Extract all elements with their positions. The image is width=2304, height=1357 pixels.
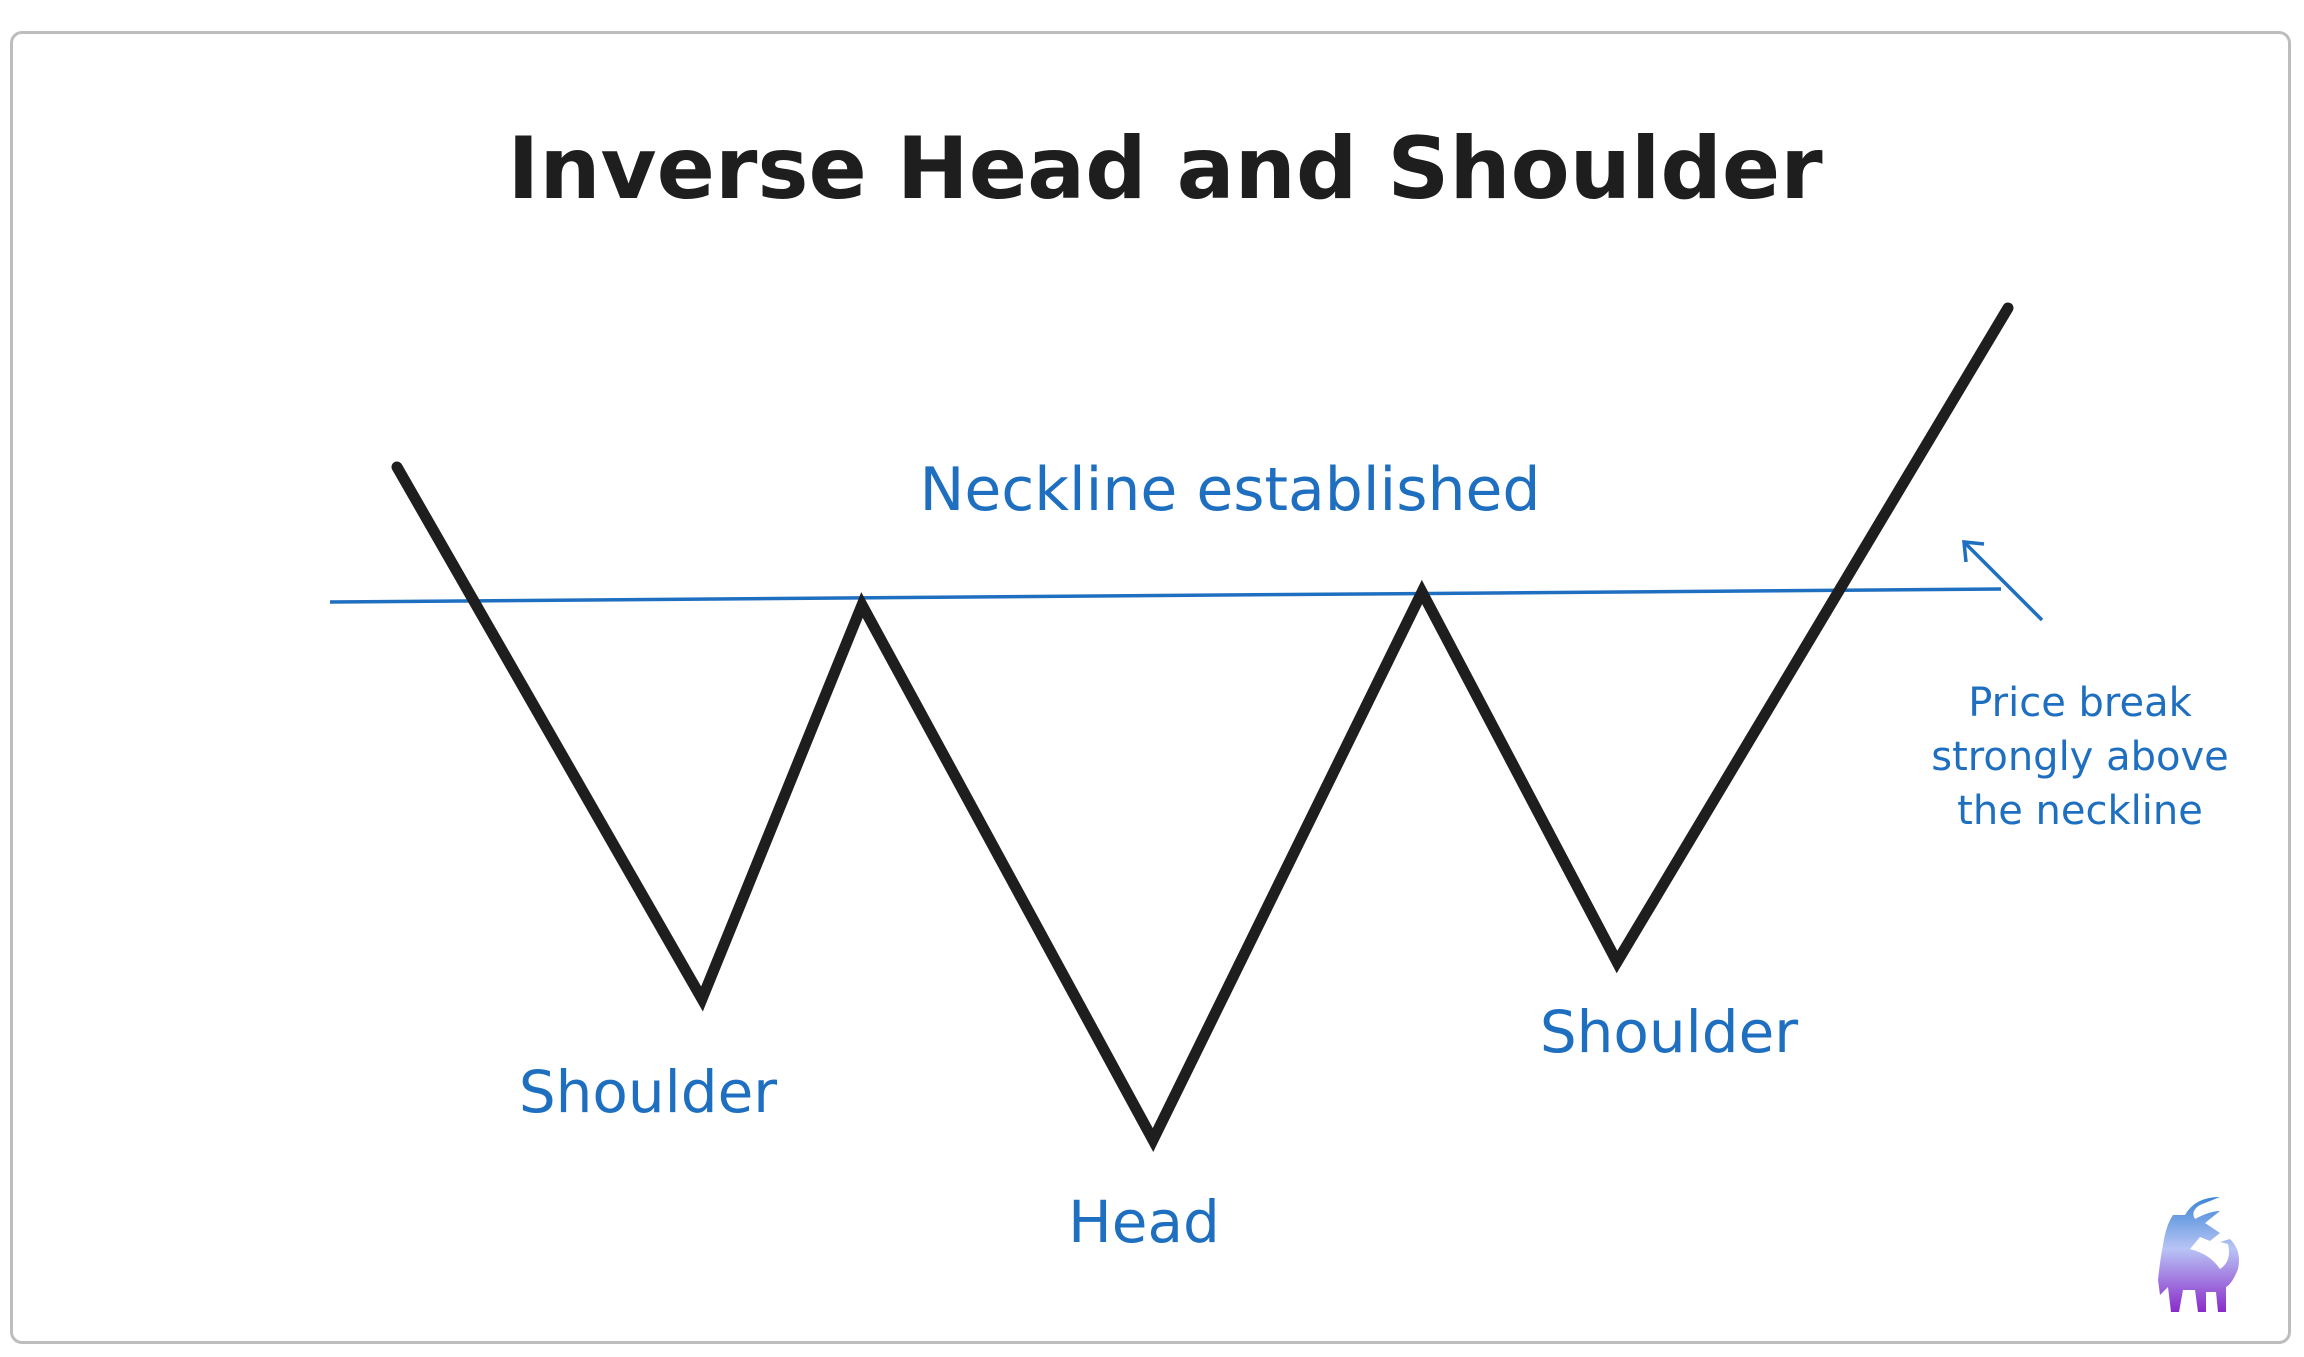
neckline xyxy=(329,587,2002,604)
diagram-title: Inverse Head and Shoulder xyxy=(507,119,1823,219)
breakout-label-line-1: Price break xyxy=(1968,680,2192,726)
left-shoulder-label: Shoulder xyxy=(519,1058,777,1126)
price-line xyxy=(391,302,2014,1152)
arrow-icon xyxy=(1962,540,2044,622)
right-shoulder-label: Shoulder xyxy=(1540,998,1798,1066)
breakout-label-line-3: the neckline xyxy=(1957,788,2203,834)
head-label: Head xyxy=(1068,1188,1220,1256)
canvas-frame xyxy=(10,31,2291,1344)
neckline-label: Neckline established xyxy=(919,455,1540,525)
breakout-label-line-2: strongly above xyxy=(1931,734,2228,780)
bull-logo-icon xyxy=(2158,1197,2239,1312)
